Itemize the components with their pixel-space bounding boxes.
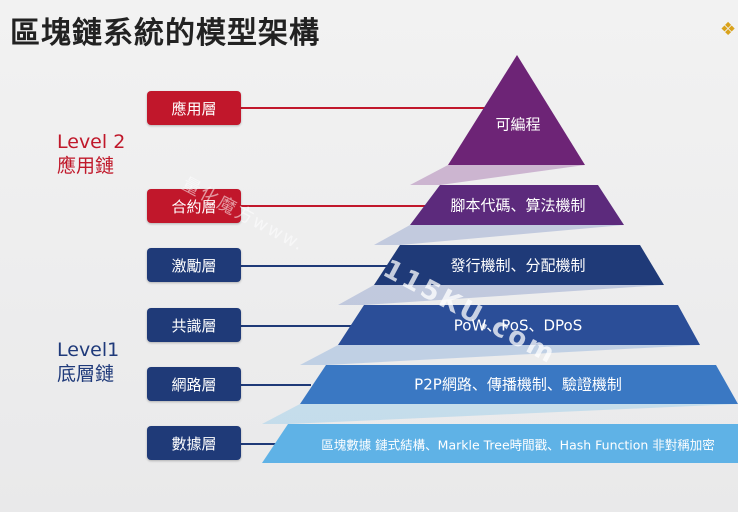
tier-contract: 腳本代碼、算法機制 — [450, 196, 586, 215]
group-level1-name: Level1 — [57, 339, 120, 361]
connector-network — [241, 384, 311, 386]
connector-contract — [241, 205, 431, 207]
connector-consensus — [241, 325, 351, 327]
group-level1: Level1 底層鏈 — [57, 338, 119, 386]
group-level2-desc: 應用鏈 — [57, 155, 115, 177]
layer-incentive: 激勵層 — [147, 248, 241, 282]
tier-data: 區塊數據 鏈式結構、Markle Tree時間戳、Hash Function 非… — [321, 437, 715, 453]
layer-application: 應用層 — [147, 91, 241, 125]
tier-shape-contract — [410, 185, 624, 225]
connector-incentive — [241, 265, 391, 267]
tier-network: P2P網路、傳播機制、驗證機制 — [414, 375, 622, 394]
group-level1-desc: 底層鏈 — [57, 363, 115, 385]
tier-shape-incentive — [374, 245, 664, 285]
connector-application — [241, 107, 486, 109]
layer-consensus: 共識層 — [147, 308, 241, 342]
tier-incentive: 發行機制、分配機制 — [450, 256, 586, 275]
layer-network: 網路層 — [147, 367, 241, 401]
tier-shape-consensus — [338, 305, 700, 345]
group-level2-name: Level 2 — [57, 131, 126, 153]
tier-shape-data — [262, 424, 738, 463]
band-2 — [374, 225, 624, 245]
band-3 — [338, 285, 664, 305]
band-5 — [262, 404, 738, 424]
group-level2: Level 2 應用鏈 — [57, 130, 125, 178]
logo-icon: ❖ — [720, 20, 737, 40]
layer-contract: 合約層 — [147, 189, 241, 223]
tier-shape-network — [300, 365, 738, 404]
tier-shape-application — [448, 55, 585, 165]
tier-application: 可編程 — [495, 115, 541, 134]
band-1 — [410, 165, 585, 185]
tier-consensus: PoW、PoS、DPoS — [453, 316, 583, 335]
connector-data — [241, 443, 276, 445]
page-title: 區塊鏈系統的模型架構 — [10, 16, 320, 51]
layer-data: 數據層 — [147, 426, 241, 460]
band-4 — [300, 345, 700, 365]
